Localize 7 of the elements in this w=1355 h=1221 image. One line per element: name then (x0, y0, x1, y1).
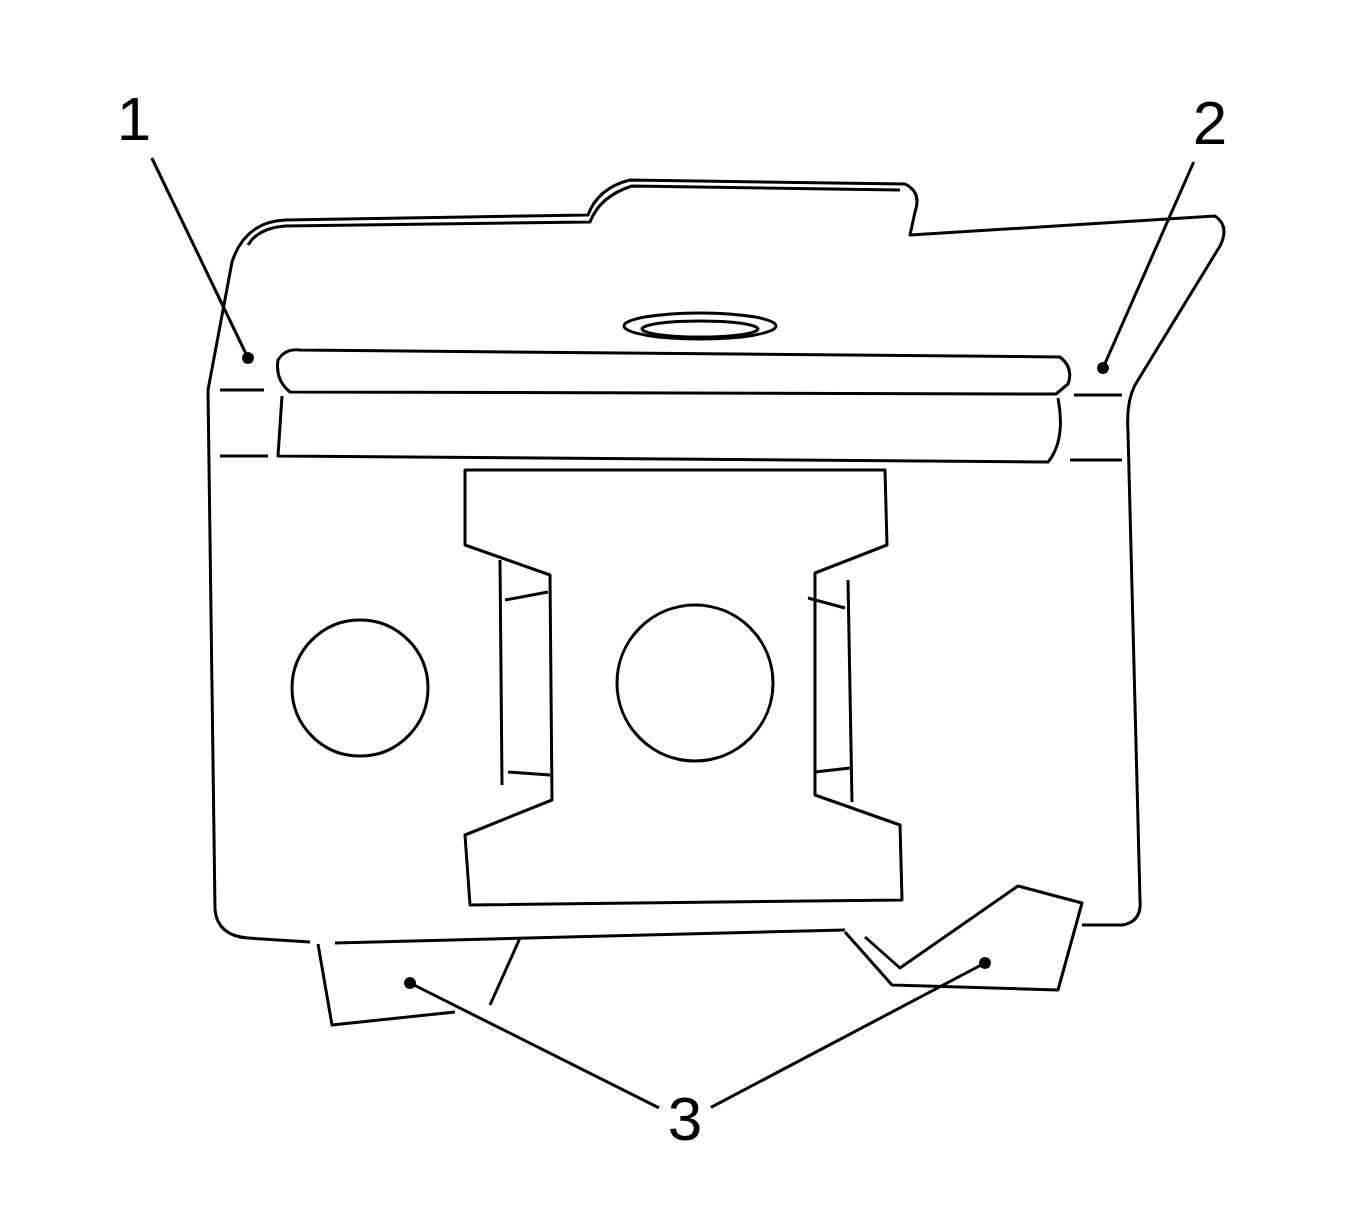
callout-number: 3 (663, 1088, 707, 1154)
leader-line (710, 957, 991, 1109)
callout-number: 2 (1188, 92, 1232, 158)
leader-line (150, 157, 254, 364)
leader-line (1097, 161, 1196, 374)
leader-line (404, 977, 660, 1110)
callout-number: 1 (112, 88, 156, 154)
